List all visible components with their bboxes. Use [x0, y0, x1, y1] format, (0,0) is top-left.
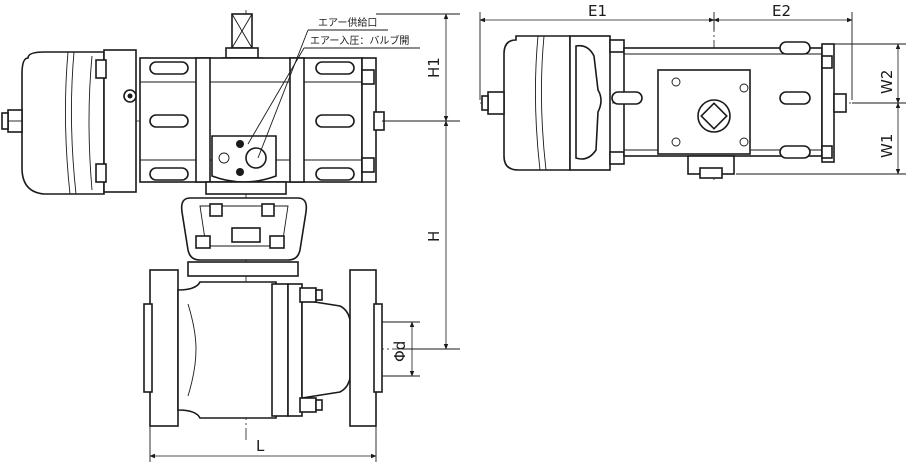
side-view: [479, 12, 906, 180]
side-stem-box: [687, 155, 735, 179]
left-end-flange: [95, 49, 137, 193]
side-spring-cap: [503, 35, 571, 171]
side-cylinder-body: [611, 41, 823, 159]
dim-label-e1: E1: [588, 2, 607, 20]
left-nut: [1, 109, 23, 133]
dim-label-h: H: [425, 231, 443, 242]
air-port-block: [211, 135, 277, 183]
dim-label-h1: H1: [425, 57, 443, 78]
side-end-flange: [569, 35, 625, 171]
dim-label-w2: W2: [878, 70, 896, 94]
dim-label-e2: E2: [772, 2, 791, 20]
dim-label-phi-d: Φd: [391, 341, 409, 362]
side-left-nut: [481, 91, 505, 115]
valve-body: [143, 269, 383, 427]
air-supply-port-note: エアー供給口: [318, 16, 377, 29]
front-view: [1, 10, 460, 462]
mounting-bracket: [180, 181, 308, 277]
dim-label-w1: W1: [878, 134, 896, 158]
dim-label-l: L: [256, 437, 265, 455]
air-pressure-open-note: エアー入圧：バルブ開: [310, 34, 409, 47]
right-end-flange: [361, 57, 385, 183]
spring-cap: [21, 51, 105, 195]
side-right-flange: [821, 43, 847, 163]
